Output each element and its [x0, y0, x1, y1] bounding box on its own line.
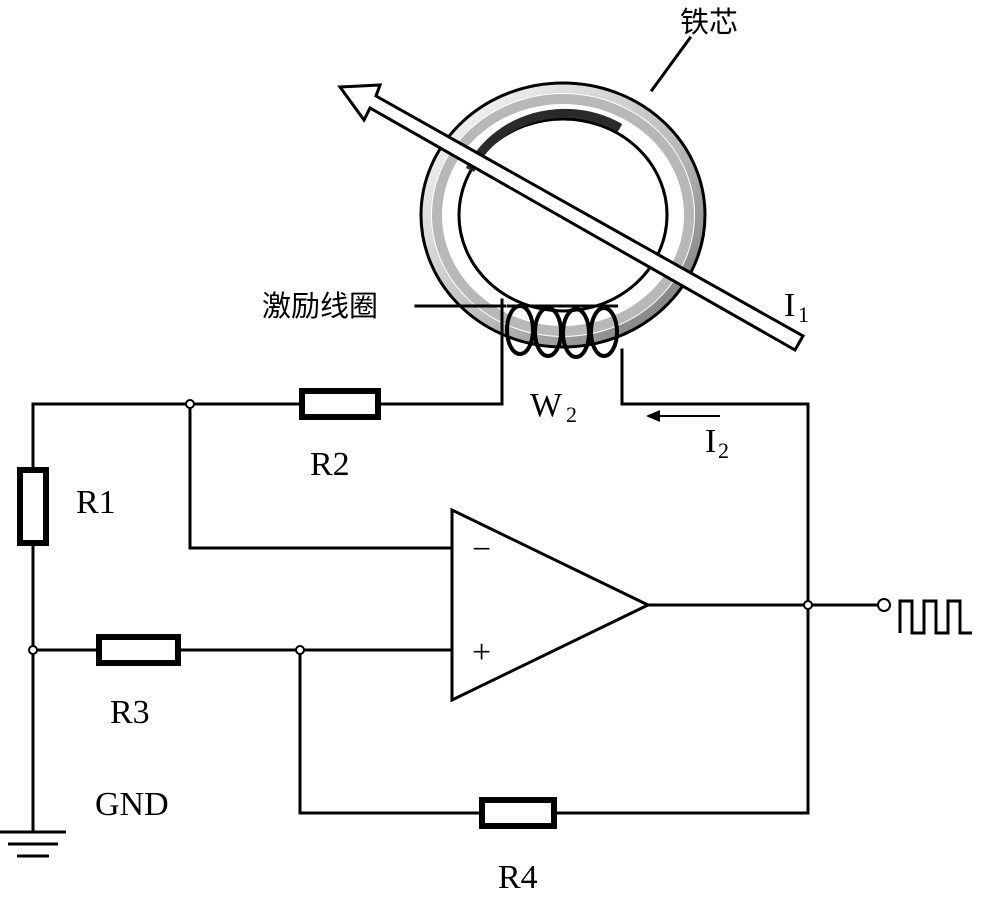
current-i2-arrow — [646, 410, 720, 422]
excitation-coil-w2 — [500, 298, 624, 406]
resistor-r1 — [17, 467, 49, 546]
output-terminal — [877, 598, 891, 612]
core-leader-line — [649, 35, 693, 93]
junction-node — [803, 600, 813, 610]
current-i1-label: I — [784, 287, 795, 324]
junction-node — [295, 645, 305, 655]
current-i1-subscript: 1 — [798, 302, 809, 327]
r3-label: R3 — [110, 694, 150, 731]
excitation-coil-label: 激励线圈 — [262, 289, 378, 323]
r2-label: R2 — [310, 446, 350, 483]
primary-conductor-arrow — [337, 83, 806, 353]
resistor-r2 — [299, 388, 381, 420]
ground-symbol-icon — [0, 830, 66, 858]
current-i2-label: I — [705, 423, 716, 460]
wires — [31, 402, 880, 834]
winding-w2-subscript: 2 — [566, 402, 577, 427]
opamp-inverting-sign: − — [472, 531, 491, 568]
current-i2-subscript: 2 — [718, 438, 729, 463]
r1-label: R1 — [76, 484, 116, 521]
junction-node — [28, 645, 38, 655]
op-amp — [450, 507, 652, 703]
resistor-r4 — [479, 797, 557, 829]
r4-label: R4 — [498, 859, 538, 896]
resistor-r3 — [96, 634, 181, 666]
core-label: 铁芯 — [680, 5, 738, 39]
square-wave-icon — [898, 599, 972, 635]
opamp-noninverting-sign: + — [472, 634, 491, 671]
winding-w2-label: W — [530, 387, 563, 424]
gnd-label: GND — [95, 786, 169, 823]
junction-node — [185, 399, 195, 409]
